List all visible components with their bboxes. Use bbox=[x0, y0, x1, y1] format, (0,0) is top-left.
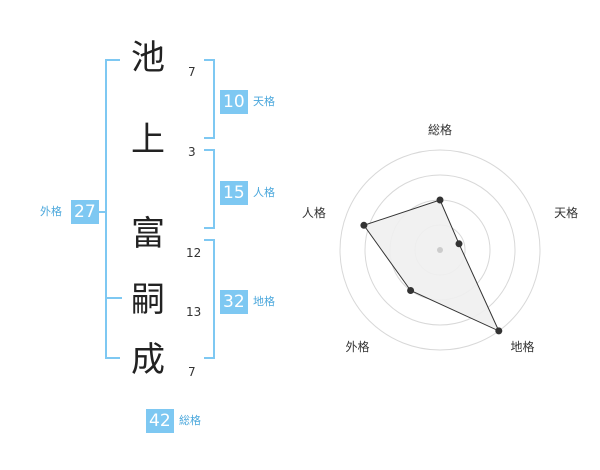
ten-kaku-value: 10 bbox=[220, 90, 248, 114]
stroke-count-3: 12 bbox=[186, 246, 202, 260]
radar-point-1 bbox=[436, 196, 444, 204]
radar-axis-label-1: 総格 bbox=[428, 122, 452, 137]
name-char-3: 富 bbox=[131, 214, 165, 254]
jin-bracket bbox=[204, 149, 215, 229]
name-char-5: 成 bbox=[131, 340, 165, 380]
radar-point-4 bbox=[407, 287, 415, 294]
name-char-1: 池 bbox=[131, 38, 165, 78]
sou-kaku-value: 42 bbox=[146, 409, 174, 433]
radar-axis-label-3: 地格 bbox=[511, 339, 535, 354]
chi-kaku-value: 32 bbox=[220, 290, 248, 314]
radar-polygon bbox=[363, 199, 500, 332]
chi-bracket bbox=[204, 239, 215, 359]
outer-bracket bbox=[105, 59, 120, 359]
stroke-count-1: 7 bbox=[188, 65, 196, 79]
radar-point-2 bbox=[455, 240, 463, 248]
chi-kaku-label: 地格 bbox=[253, 295, 275, 308]
radar-point-3 bbox=[495, 327, 503, 335]
radar-axis-label-4: 外格 bbox=[345, 339, 369, 354]
gai-kaku-value: 27 bbox=[71, 200, 99, 224]
jin-kaku-value: 15 bbox=[220, 181, 248, 205]
jin-kaku-label: 人格 bbox=[253, 186, 275, 199]
ten-kaku-label: 天格 bbox=[253, 95, 275, 108]
radar-point-5 bbox=[360, 221, 368, 229]
radar-center bbox=[437, 247, 443, 253]
gai-kaku-label: 外格 bbox=[40, 205, 62, 218]
stroke-count-5: 7 bbox=[188, 365, 196, 379]
stroke-count-4: 13 bbox=[186, 305, 202, 319]
radar-axis-label-5: 人格 bbox=[302, 205, 326, 220]
radar-ring-3 bbox=[364, 174, 516, 326]
radar-ring-4 bbox=[339, 149, 541, 351]
name-char-4: 嗣 bbox=[131, 280, 165, 320]
stroke-count-2: 3 bbox=[188, 145, 196, 159]
name-char-2: 上 bbox=[131, 120, 165, 160]
ten-bracket bbox=[204, 59, 215, 139]
radar-axis-label-2: 天格 bbox=[554, 205, 578, 220]
sou-kaku-label: 総格 bbox=[179, 414, 201, 427]
